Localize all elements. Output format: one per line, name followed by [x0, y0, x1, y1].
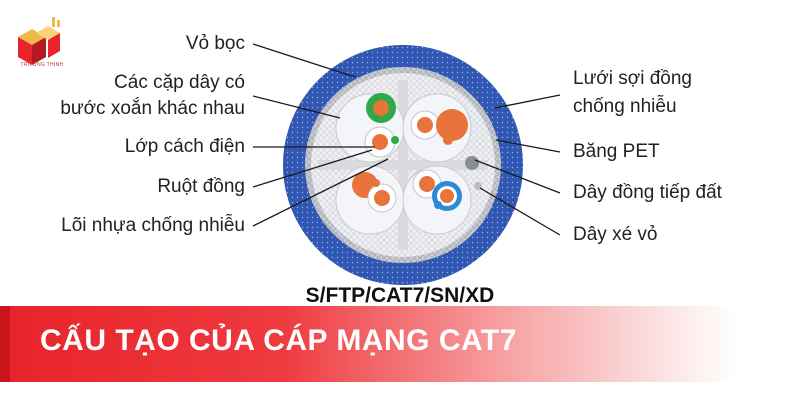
logo-text: TRƯỜNG THỊNH — [20, 62, 64, 68]
cable-code: S/FTP/CAT7/SN/XD — [305, 284, 495, 307]
drain-wire — [465, 156, 479, 170]
label-jacket: Vỏ bọc — [185, 33, 245, 54]
banner-title: CẤU TẠO CỦA CÁP MẠNG CAT7 — [40, 324, 517, 357]
label-pairs-line1: Các cặp dây có — [114, 72, 245, 93]
cable-cross-section — [252, 43, 561, 285]
label-copper-core: Ruột đồng — [157, 176, 245, 197]
label-rip-cord: Dây xé vỏ — [573, 224, 658, 245]
title-banner — [0, 306, 800, 382]
label-pet-tape: Băng PET — [573, 141, 660, 162]
footer-strip — [0, 382, 800, 420]
label-drain-wire: Dây đồng tiếp đất — [573, 182, 722, 203]
label-insulation: Lớp cách điện — [124, 136, 245, 157]
banner-accent — [0, 306, 10, 382]
leader-lines-left — [252, 43, 389, 227]
label-pairs-line2: bước xoắn khác nhau — [60, 98, 245, 119]
label-mesh-line1: Lưới sợi đồng — [573, 68, 692, 89]
label-mesh-line2: chống nhiễu — [573, 96, 677, 117]
brand-logo — [18, 17, 60, 65]
leader-lines-right — [474, 94, 561, 236]
label-plastic-core: Lõi nhựa chống nhiễu — [61, 215, 245, 236]
